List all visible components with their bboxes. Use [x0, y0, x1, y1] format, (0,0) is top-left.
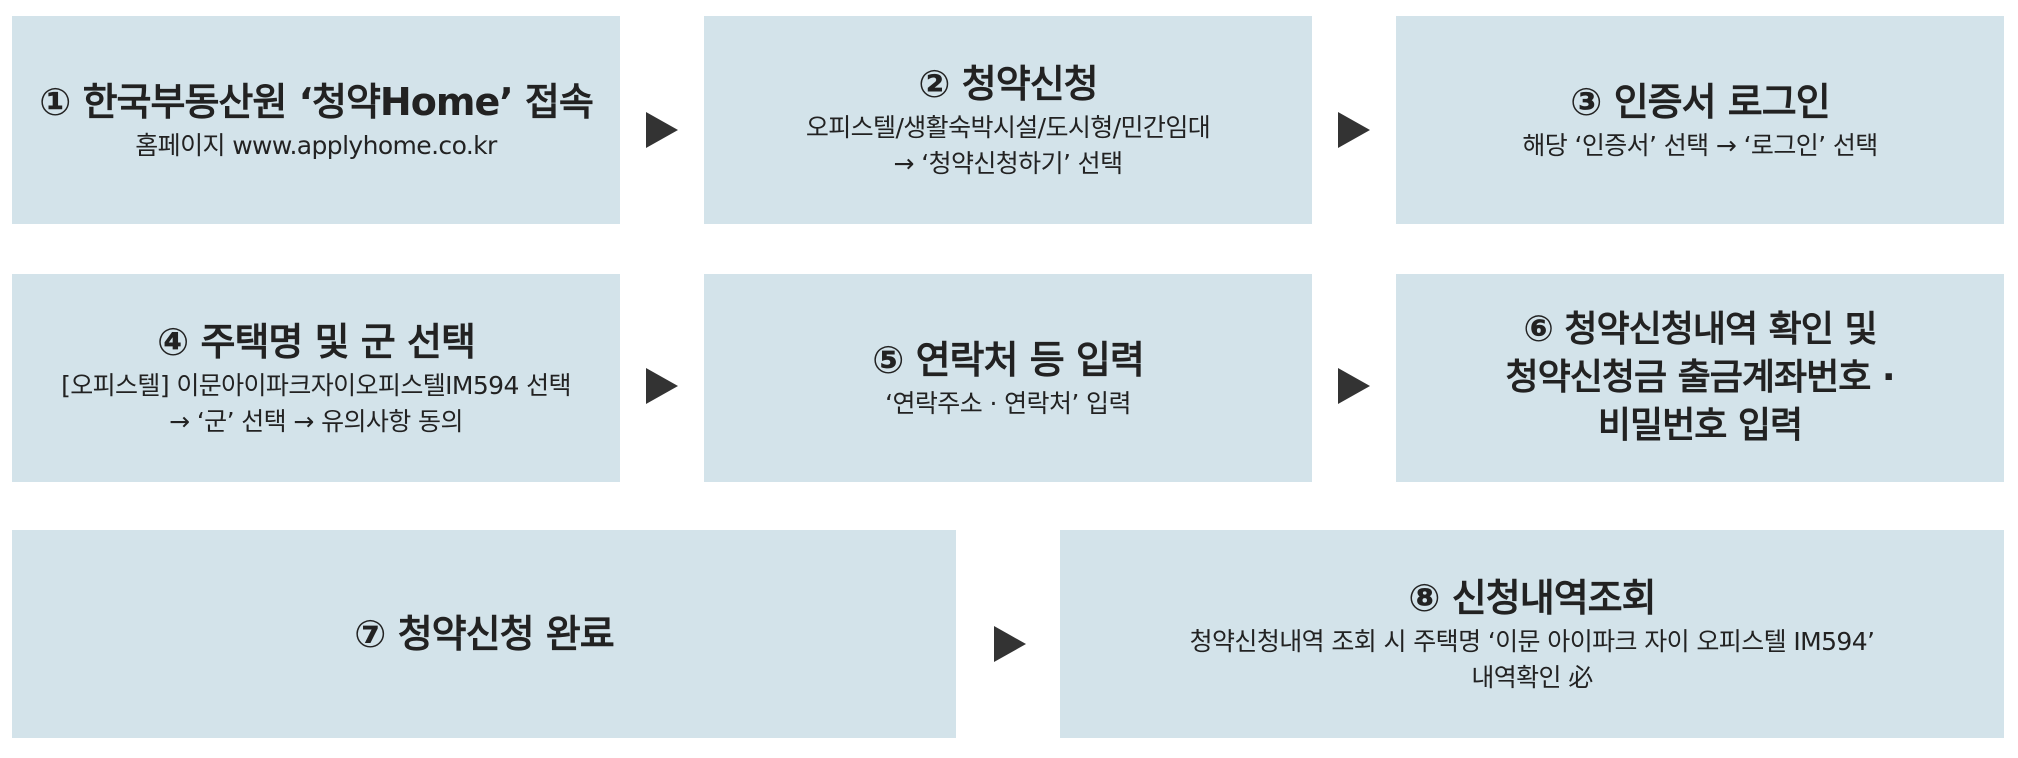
step-7-title: ⑦ 청약신청 완료	[354, 612, 614, 656]
step-2-desc-line-2: → ‘청약신청하기’ 선택	[893, 149, 1124, 178]
step-8-box: ⑧ 신청내역조회 청약신청내역 조회 시 주택명 ‘이문 아이파크 자이 오피스…	[1060, 530, 2004, 738]
step-4-box: ④ 주택명 및 군 선택 [오피스텔] 이문아이파크자이오피스텔IM594 선택…	[12, 274, 620, 482]
step-3-box: ③ 인증서 로그인 해당 ‘인증서’ 선택 → ‘로그인’ 선택	[1396, 16, 2004, 224]
arrow-right-icon	[646, 368, 678, 404]
arrow-right-icon	[1338, 368, 1370, 404]
step-6-box: ⑥ 청약신청내역 확인 및 청약신청금 출금계좌번호 · 비밀번호 입력	[1396, 274, 2004, 482]
step-3-title: ③ 인증서 로그인	[1570, 80, 1830, 124]
step-4-title: ④ 주택명 및 군 선택	[157, 320, 476, 364]
step-6-title-line-1: ⑥ 청약신청내역 확인 및	[1523, 309, 1877, 350]
arrow-right-icon	[994, 626, 1026, 662]
step-7-box: ⑦ 청약신청 완료	[12, 530, 956, 738]
step-5-box: ⑤ 연락처 등 입력 ‘연락주소 · 연락처’ 입력	[704, 274, 1312, 482]
step-2-box: ② 청약신청 오피스텔/생활숙박시설/도시형/민간임대 → ‘청약신청하기’ 선…	[704, 16, 1312, 224]
step-1-title: ① 한국부동산원 ‘청약Home’ 접속	[39, 80, 594, 124]
step-1-desc: 홈페이지 www.applyhome.co.kr	[135, 131, 497, 160]
step-5-desc: ‘연락주소 · 연락처’ 입력	[885, 389, 1131, 418]
step-3-desc: 해당 ‘인증서’ 선택 → ‘로그인’ 선택	[1522, 131, 1878, 160]
step-6-title-line-2: 청약신청금 출금계좌번호 ·	[1505, 357, 1895, 398]
step-5-title: ⑤ 연락처 등 입력	[872, 338, 1145, 382]
step-4-desc-line-2: → ‘군’ 선택 → 유의사항 동의	[169, 407, 463, 436]
step-2-desc-line-1: 오피스텔/생활숙박시설/도시형/민간임대	[805, 113, 1211, 142]
step-8-desc-line-2: 내역확인 必	[1471, 663, 1593, 692]
step-4-desc-line-1: [오피스텔] 이문아이파크자이오피스텔IM594 선택	[61, 371, 571, 400]
step-8-desc-line-1: 청약신청내역 조회 시 주택명 ‘이문 아이파크 자이 오피스텔 IM594’	[1189, 627, 1875, 656]
step-6-title-line-3: 비밀번호 입력	[1597, 405, 1803, 446]
arrow-right-icon	[646, 112, 678, 148]
step-2-title: ② 청약신청	[918, 62, 1098, 106]
arrow-right-icon	[1338, 112, 1370, 148]
step-8-title: ⑧ 신청내역조회	[1408, 576, 1656, 620]
step-1-box: ① 한국부동산원 ‘청약Home’ 접속 홈페이지 www.applyhome.…	[12, 16, 620, 224]
